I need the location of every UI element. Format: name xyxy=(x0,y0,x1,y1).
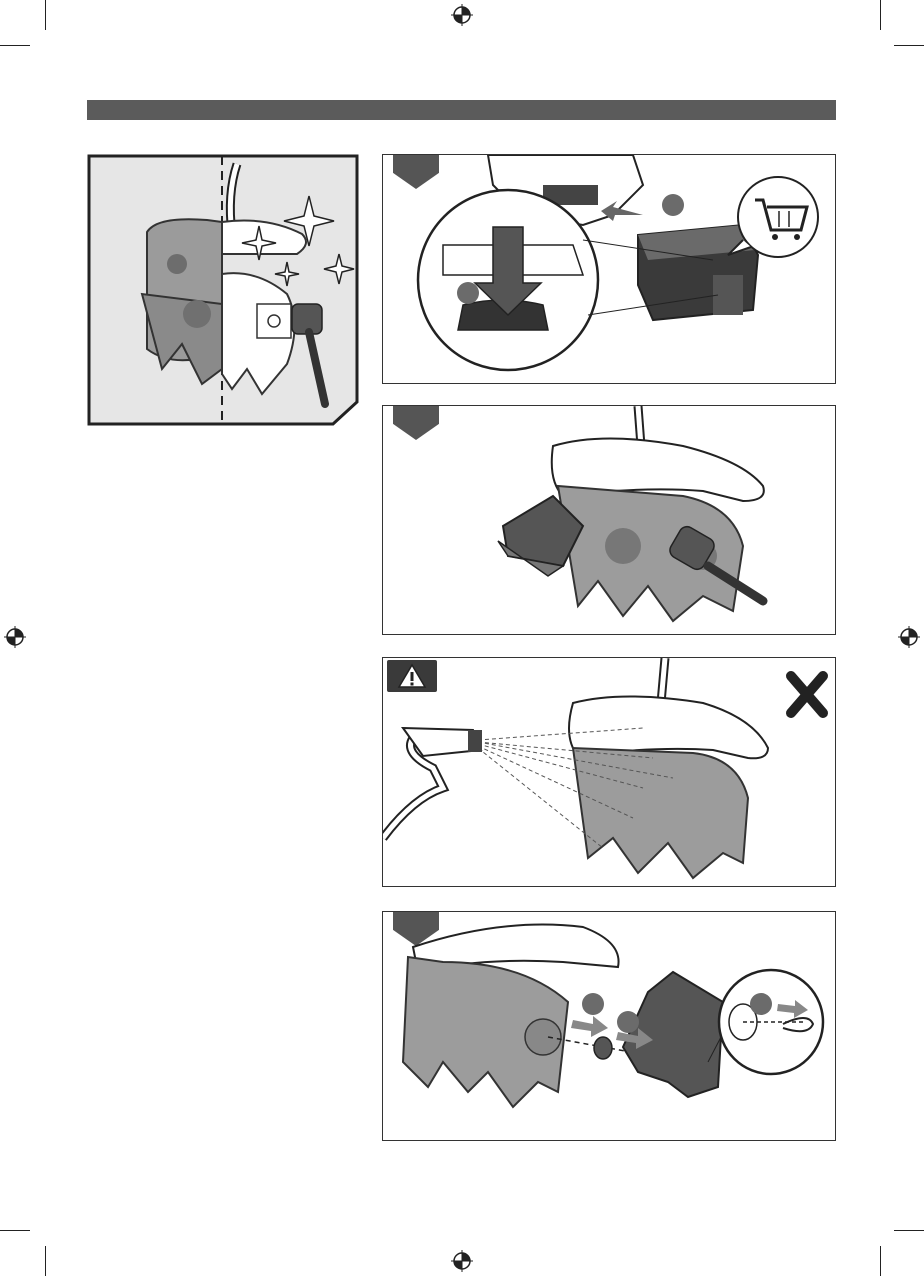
registration-mark-icon xyxy=(451,1250,473,1272)
crop-mark xyxy=(894,45,924,46)
crop-mark xyxy=(45,1246,46,1276)
crop-mark xyxy=(0,45,30,46)
overview-illustration xyxy=(87,154,359,426)
step-1-panel xyxy=(382,154,836,384)
registration-mark-icon xyxy=(898,626,920,648)
step-2-panel xyxy=(382,405,836,635)
registration-mark-icon xyxy=(4,626,26,648)
crop-mark xyxy=(0,1230,30,1231)
shopping-cart-icon xyxy=(728,177,818,257)
crop-mark xyxy=(880,0,881,30)
section-header-bar xyxy=(87,100,836,120)
battery-icon xyxy=(638,225,758,320)
registration-mark-icon xyxy=(451,4,473,26)
step-4-panel xyxy=(382,911,836,1141)
cross-icon xyxy=(791,676,823,713)
crop-mark xyxy=(894,1230,924,1231)
hose-icon xyxy=(383,728,482,838)
crop-mark xyxy=(45,0,46,30)
step-3-panel xyxy=(382,657,836,887)
crop-mark xyxy=(880,1246,881,1276)
